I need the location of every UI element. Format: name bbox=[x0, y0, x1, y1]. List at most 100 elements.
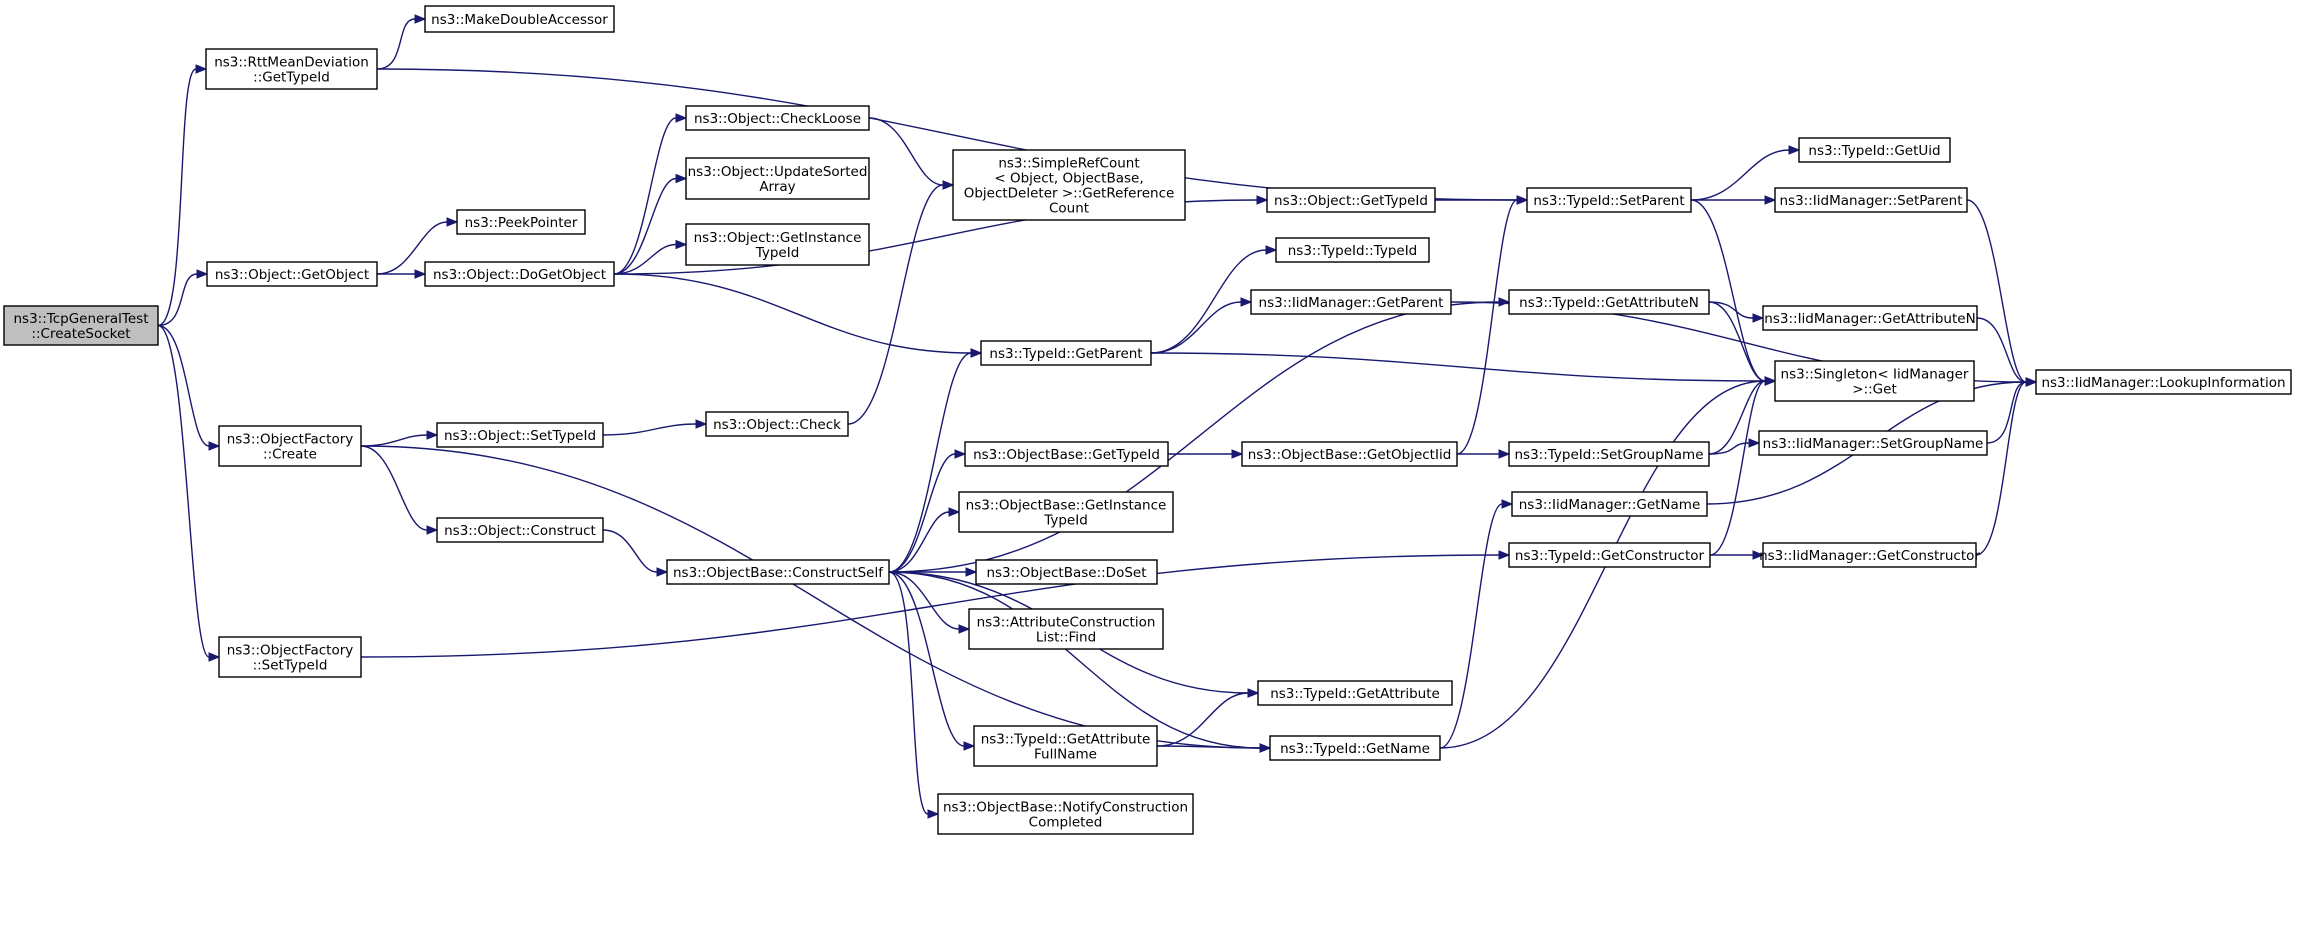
node-rttgt[interactable]: ns3::RttMeanDeviation::GetTypeId bbox=[205, 48, 378, 90]
edge-line bbox=[1150, 301, 1242, 354]
edge-line bbox=[1708, 301, 1754, 319]
node-label: ::SetTypeId bbox=[253, 658, 328, 674]
node-peek[interactable]: ns3::PeekPointer bbox=[456, 209, 586, 235]
edge-line bbox=[1156, 745, 1261, 749]
edge-line bbox=[888, 511, 950, 573]
edge-root-to-ofsettid bbox=[157, 324, 221, 662]
edge-line bbox=[847, 184, 944, 425]
node-label: FullName bbox=[1034, 747, 1097, 763]
edge-line bbox=[1986, 381, 2027, 444]
node-mkda[interactable]: ns3::MakeDoubleAccessor bbox=[424, 5, 615, 33]
edge-cself-to-obgettid bbox=[888, 449, 967, 573]
node-label: ns3::Object::DoGetObject bbox=[433, 267, 606, 283]
node-label: ns3::Object::Check bbox=[713, 417, 841, 433]
node-tgetparent[interactable]: ns3::TypeId::GetParent bbox=[980, 340, 1152, 366]
edge-line bbox=[376, 68, 1518, 201]
node-typeidctor[interactable]: ns3::TypeId::TypeId bbox=[1275, 237, 1430, 263]
node-label: ns3::TypeId::GetParent bbox=[989, 346, 1142, 362]
edge-arrowhead bbox=[1265, 245, 1278, 255]
node-cself[interactable]: ns3::ObjectBase::ConstructSelf bbox=[666, 559, 890, 585]
node-label: ns3::AttributeConstruction bbox=[977, 615, 1156, 631]
edge-line bbox=[157, 324, 210, 658]
node-simpleref[interactable]: ns3::SimpleRefCount< Object, ObjectBase,… bbox=[952, 149, 1186, 221]
node-iidsetgroup[interactable]: ns3::IidManager::SetGroupName bbox=[1758, 430, 1988, 456]
node-label: ns3::Object::CheckLoose bbox=[694, 111, 861, 127]
node-iidgetname[interactable]: ns3::IidManager::GetName bbox=[1511, 491, 1708, 517]
node-construct[interactable]: ns3::Object::Construct bbox=[436, 517, 604, 543]
node-label: ns3::ObjectBase::NotifyConstruction bbox=[943, 800, 1188, 816]
node-tgetattr[interactable]: ns3::TypeId::GetAttribute bbox=[1257, 680, 1453, 706]
node-doset[interactable]: ns3::ObjectBase::DoSet bbox=[975, 559, 1158, 585]
edge-arrowhead bbox=[965, 567, 978, 577]
edge-arrowhead bbox=[970, 348, 983, 358]
node-iidgetctor[interactable]: ns3::IidManager::GetConstructor bbox=[1759, 542, 1980, 568]
edge-cself-to-tgetattrfull bbox=[888, 571, 976, 751]
node-root[interactable]: ns3::TcpGeneralTest::CreateSocket bbox=[3, 305, 159, 346]
node-setTid[interactable]: ns3::Object::SetTypeId bbox=[436, 422, 604, 448]
edge-arrowhead bbox=[675, 173, 688, 184]
node-getobjiid[interactable]: ns3::ObjectBase::GetObjectIid bbox=[1241, 441, 1458, 467]
node-singleton[interactable]: ns3::Singleton< IidManager>::Get bbox=[1774, 360, 1975, 402]
edge-iidsetgroup-to-lookup bbox=[1986, 377, 2038, 444]
node-tsetgroup[interactable]: ns3::TypeId::SetGroupName bbox=[1508, 441, 1710, 467]
edge-arrowhead bbox=[695, 419, 708, 429]
edge-line bbox=[360, 434, 428, 447]
edge-arrowhead bbox=[2025, 377, 2038, 387]
call-graph-edges bbox=[157, 14, 2038, 819]
node-tgetname[interactable]: ns3::TypeId::GetName bbox=[1269, 735, 1441, 761]
edge-arrowhead bbox=[1240, 297, 1253, 307]
node-objgettid[interactable]: ns3::Object::GetTypeId bbox=[1266, 187, 1436, 213]
edge-line bbox=[602, 423, 697, 436]
node-box bbox=[424, 5, 615, 33]
edge-arrowhead bbox=[414, 269, 427, 279]
node-notify[interactable]: ns3::ObjectBase::NotifyConstructionCompl… bbox=[937, 793, 1194, 835]
edge-line bbox=[1150, 352, 1766, 382]
node-label: ns3::RttMeanDeviation bbox=[214, 55, 369, 71]
node-tgetattrn[interactable]: ns3::TypeId::GetAttributeN bbox=[1508, 289, 1710, 315]
node-obgettid[interactable]: ns3::ObjectBase::GetTypeId bbox=[964, 441, 1169, 467]
edge-arrowhead bbox=[426, 525, 439, 535]
edge-line bbox=[360, 445, 1261, 749]
node-getuid[interactable]: ns3::TypeId::GetUid bbox=[1798, 137, 1951, 163]
edge-line bbox=[157, 273, 198, 327]
node-setparent[interactable]: ns3::TypeId::SetParent bbox=[1526, 187, 1692, 213]
node-iidsetparent[interactable]: ns3::IidManager::SetParent bbox=[1774, 187, 1968, 213]
edge-cself-to-tgetattrn bbox=[888, 297, 1511, 573]
node-ofsettid[interactable]: ns3::ObjectFactory::SetTypeId bbox=[218, 636, 362, 678]
edge-arrowhead bbox=[426, 430, 439, 440]
node-label: ns3::PeekPointer bbox=[465, 215, 578, 231]
node-box bbox=[205, 48, 378, 90]
node-iidgetparent[interactable]: ns3::IidManager::GetParent bbox=[1250, 289, 1452, 315]
node-dogetobj[interactable]: ns3::Object::DoGetObject bbox=[424, 261, 615, 287]
node-box bbox=[3, 305, 159, 346]
edge-chkloose-to-simpleref bbox=[868, 117, 955, 190]
node-box bbox=[952, 149, 1186, 221]
edge-line bbox=[1456, 199, 1518, 455]
node-tgetctor[interactable]: ns3::TypeId::GetConstructor bbox=[1508, 542, 1711, 568]
node-label: ns3::IidManager::GetConstructor bbox=[1759, 548, 1980, 564]
node-ofcreate[interactable]: ns3::ObjectFactory::Create bbox=[218, 425, 362, 467]
edge-arrowhead bbox=[954, 449, 967, 459]
node-check[interactable]: ns3::Object::Check bbox=[705, 411, 849, 437]
node-label: ns3::ObjectBase::GetObjectIid bbox=[1248, 447, 1452, 463]
node-box bbox=[964, 441, 1169, 467]
node-box bbox=[1269, 735, 1441, 761]
edge-root-to-rttgt bbox=[157, 64, 208, 327]
edge-iidgetctor-to-lookup bbox=[1975, 377, 2038, 556]
edge-line bbox=[602, 529, 658, 573]
node-lookup[interactable]: ns3::IidManager::LookupInformation bbox=[2035, 369, 2292, 395]
node-chkloose[interactable]: ns3::Object::CheckLoose bbox=[685, 105, 870, 131]
edge-arrowhead bbox=[942, 180, 955, 190]
node-getobj[interactable]: ns3::Object::GetObject bbox=[206, 261, 378, 287]
node-box bbox=[1508, 441, 1710, 467]
node-label: ns3::ObjectBase::GetTypeId bbox=[973, 447, 1160, 463]
node-label: ObjectDeleter >::GetReference bbox=[964, 186, 1175, 202]
node-label: ns3::Object::Construct bbox=[444, 523, 596, 539]
edge-arrowhead bbox=[1501, 499, 1514, 509]
node-iidgetattrn[interactable]: ns3::IidManager::GetAttributeN bbox=[1762, 305, 1978, 331]
